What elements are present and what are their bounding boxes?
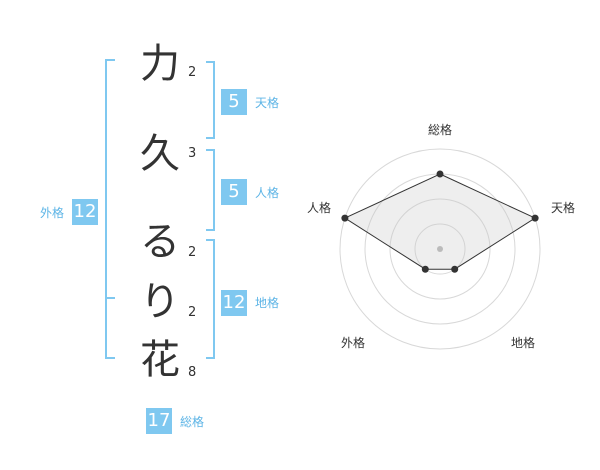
stroke-count-2: 3 (188, 146, 197, 161)
jinkaku-label: 人格 (255, 186, 280, 200)
stroke-count-3: 2 (188, 245, 197, 260)
jinkaku-value: 5 (221, 179, 247, 205)
stroke-count-5: 8 (188, 365, 197, 380)
radar-point-5 (341, 214, 349, 222)
radar-center-point (437, 246, 443, 252)
radar-point-2 (531, 214, 539, 222)
radar-axis-label-gaikaku: 外格 (341, 336, 366, 350)
gaikaku-label: 外格 (40, 206, 65, 220)
tenkaku-bracket (206, 61, 215, 139)
chikaku-value: 12 (221, 290, 247, 316)
radar-axis-label-jinkaku: 人格 (307, 201, 332, 215)
radar-axis-label-soukaku: 総格 (428, 123, 453, 137)
name-char-3: る (140, 219, 180, 265)
chikaku-bracket (206, 239, 215, 359)
tenkaku-label: 天格 (255, 96, 280, 110)
stroke-count-4: 2 (188, 305, 197, 320)
name-char-4: り (140, 279, 180, 325)
name-char-2: 久 (140, 131, 180, 177)
chikaku-label: 地格 (255, 296, 280, 310)
radar-series-polygon (343, 173, 537, 270)
soukaku-value: 17 (146, 408, 172, 434)
tenkaku-value: 5 (221, 89, 247, 115)
radar-axis-label-tenkaku: 天格 (551, 201, 576, 215)
gaikaku-bracket (105, 59, 115, 359)
radar-ring-1 (414, 223, 466, 275)
radar-ring-4 (339, 148, 541, 350)
radar-axis-label-chikaku: 地格 (511, 336, 536, 350)
soukaku-label: 総格 (180, 415, 205, 429)
radar-point-4 (421, 265, 429, 273)
radar-point-1 (436, 170, 444, 178)
stroke-count-1: 2 (188, 65, 197, 80)
name-char-5: 花 (140, 337, 180, 383)
name-char-1: 力 (140, 41, 180, 87)
jinkaku-bracket (206, 149, 215, 231)
radar-point-3 (451, 265, 459, 273)
radar-ring-2 (389, 198, 491, 300)
gaikaku-value: 12 (72, 199, 98, 225)
